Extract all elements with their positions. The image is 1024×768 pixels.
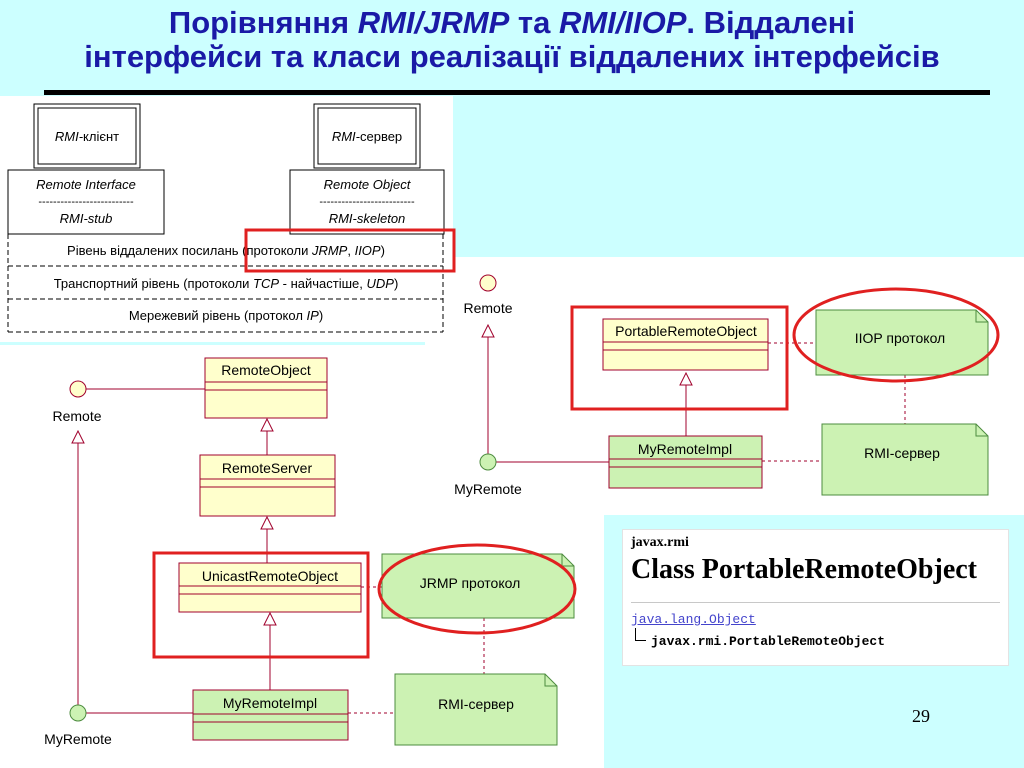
iiop-protocol-note: IIOP протокол <box>815 309 989 376</box>
portable-class-label: PortableRemoteObject <box>615 323 757 339</box>
remote-object-label: Remote Object <box>324 177 412 192</box>
rmi-label: RMI- <box>332 129 361 144</box>
unicast-class-label: UnicastRemoteObject <box>202 568 338 584</box>
api-doc-panel: javax.rmi Class PortableRemoteObject jav… <box>622 529 1009 666</box>
remote-object-class: RemoteObject <box>204 357 328 419</box>
rmi-server-box: RMI-сервер <box>313 103 421 169</box>
rmi-client-box: RMI-клієнт <box>33 103 141 169</box>
page-number: 29 <box>912 706 930 726</box>
divider <box>631 602 1000 603</box>
impl-class-label: MyRemoteImpl <box>638 441 732 457</box>
jrmp-protocol-note: JRMP протокол <box>381 553 575 619</box>
my-remote-label: MyRemote <box>454 481 522 497</box>
separator-text: -------------------------- <box>319 196 415 208</box>
remote-interface-node-iiop: Remote <box>463 274 513 316</box>
separator-text: -------------------------- <box>38 196 134 208</box>
remote-label: Remote <box>463 300 512 316</box>
client-label: клієнт <box>83 129 119 144</box>
unicast-highlight-box <box>152 551 370 659</box>
transport-layer-label: Транспортний рівень (протоколи TCP - най… <box>54 276 399 291</box>
svg-text:RMI-клієнт: RMI-клієнт <box>55 129 119 144</box>
title-text: Порівняння <box>168 5 358 40</box>
jrmp-connectors <box>78 388 485 714</box>
class-title: Class PortableRemoteObject <box>631 554 978 585</box>
rmi-skeleton-label: RMI-skeleton <box>329 211 406 226</box>
remote-server-class: RemoteServer <box>199 454 336 517</box>
my-remote-label: MyRemote <box>44 731 112 747</box>
my-remote-node-iiop: MyRemote <box>454 453 522 497</box>
my-remote-impl-class-jrmp: MyRemoteImpl <box>192 689 349 741</box>
iiop-note-label: IIOP протокол <box>855 330 945 346</box>
jrmp-highlight-ellipse <box>377 543 577 635</box>
reference-layer-label: Рівень віддалених посилань (протоколи JR… <box>67 243 385 258</box>
title-text: . Віддалені <box>686 5 856 40</box>
remote-interface-node-jrmp: Remote <box>52 380 102 424</box>
server-note-label: RMI-сервер <box>438 696 514 712</box>
remote-interface-box: Remote Interface -----------------------… <box>7 169 165 235</box>
portable-highlight-box <box>570 305 789 411</box>
svg-text:RMI-сервер: RMI-сервер <box>332 129 402 144</box>
slide-title: Порівняння RMI/JRMP та RMI/IIOP. Віддале… <box>0 6 1024 74</box>
iiop-highlight-ellipse <box>792 287 1000 383</box>
portable-remote-object-class: PortableRemoteObject <box>602 318 769 371</box>
network-layer-label: Мережевий рівень (протокол IP) <box>129 308 323 323</box>
jrmp-note-label: JRMP протокол <box>420 575 521 591</box>
protocol-highlight-box <box>244 228 456 273</box>
remote-object-class-label: RemoteObject <box>221 362 311 378</box>
remote-label: Remote <box>52 408 101 424</box>
title-underline <box>44 90 990 95</box>
unicast-remote-object-class: UnicastRemoteObject <box>178 562 362 613</box>
remote-interface-label: Remote Interface <box>36 177 136 192</box>
rmi-stub-label: RMI-stub <box>60 211 113 226</box>
impl-class-label: MyRemoteImpl <box>223 695 317 711</box>
superclass-link[interactable]: java.lang.Object <box>631 612 756 627</box>
package-name: javax.rmi <box>631 535 689 550</box>
tree-branch-icon <box>635 628 646 641</box>
layer-stack: Рівень віддалених посилань (протоколи JR… <box>7 234 444 333</box>
rmi-server-note-iiop: RMI-сервер <box>821 423 989 496</box>
rmi-server-note-jrmp: RMI-сервер <box>394 673 558 746</box>
title-line-2: інтерфейси та класи реалізації віддалени… <box>84 39 940 74</box>
title-rmi-iiop: RMI/IIOP <box>558 5 687 40</box>
iiop-connectors <box>488 326 906 463</box>
server-note-label: RMI-сервер <box>864 445 940 461</box>
my-remote-impl-class-iiop: MyRemoteImpl <box>608 435 763 489</box>
title-rmi-jrmp: RMI/JRMP <box>357 5 510 40</box>
remote-object-box: Remote Object --------------------------… <box>289 169 445 235</box>
subclass-name: javax.rmi.PortableRemoteObject <box>651 634 886 649</box>
remote-server-class-label: RemoteServer <box>222 460 313 476</box>
server-label: сервер <box>360 129 402 144</box>
rmi-label: RMI- <box>55 129 84 144</box>
title-text: та <box>509 5 559 40</box>
my-remote-node-jrmp: MyRemote <box>44 704 112 747</box>
